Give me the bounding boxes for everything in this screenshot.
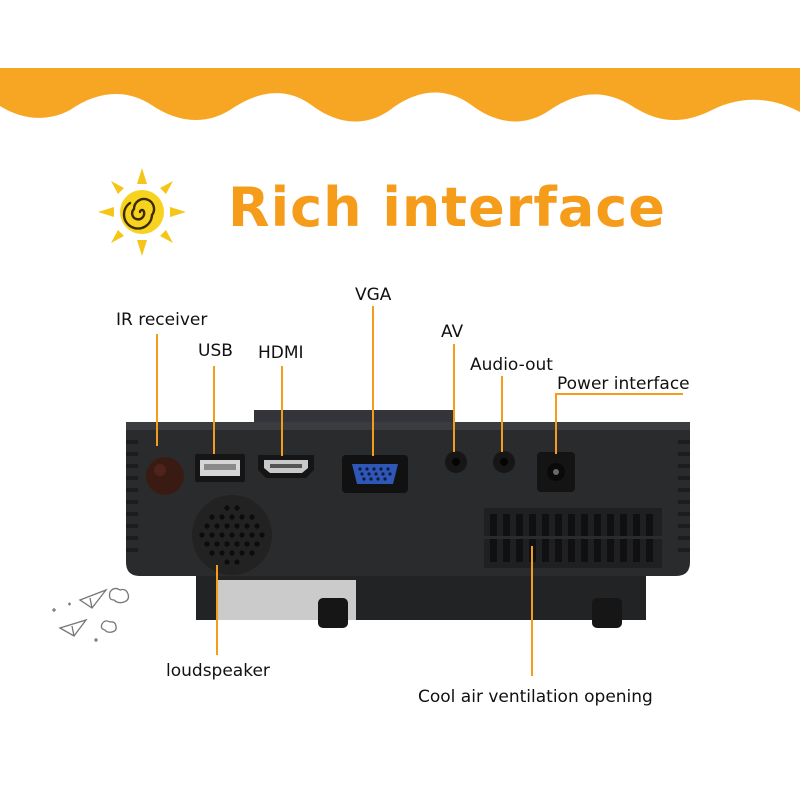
power-callout-line-vertical <box>555 394 557 454</box>
projector-foot-left <box>318 598 348 628</box>
ventilation-callout-line <box>531 546 533 676</box>
top-wave-banner <box>0 68 800 122</box>
ventilation-label: Cool air ventilation opening <box>418 687 653 707</box>
hdmi-callout-line <box>281 366 283 456</box>
paper-plane-doodle-icon <box>52 587 130 642</box>
loudspeaker-label: loudspeaker <box>166 661 270 681</box>
loudspeaker-callout-line <box>216 565 218 655</box>
projector-foot-right <box>592 598 622 628</box>
usb-callout-line <box>213 366 215 454</box>
ir-receiver-label: IR receiver <box>116 310 208 330</box>
hdmi-label: HDMI <box>258 343 304 363</box>
sun-swirl-icon <box>98 168 186 256</box>
vga-label: VGA <box>355 285 392 305</box>
power-interface-label: Power interface <box>557 374 690 394</box>
usb-label: USB <box>198 341 233 361</box>
audio-out-callout-line <box>501 376 503 452</box>
ir-receiver-window <box>146 457 184 495</box>
page-title: Rich interface <box>228 176 666 239</box>
av-callout-line <box>453 344 455 452</box>
vga-callout-line <box>372 306 374 456</box>
ir-receiver-callout-line <box>156 334 158 446</box>
audio-out-label: Audio-out <box>470 355 553 375</box>
av-label: AV <box>441 322 464 342</box>
power-callout-line-horizontal <box>555 393 683 395</box>
